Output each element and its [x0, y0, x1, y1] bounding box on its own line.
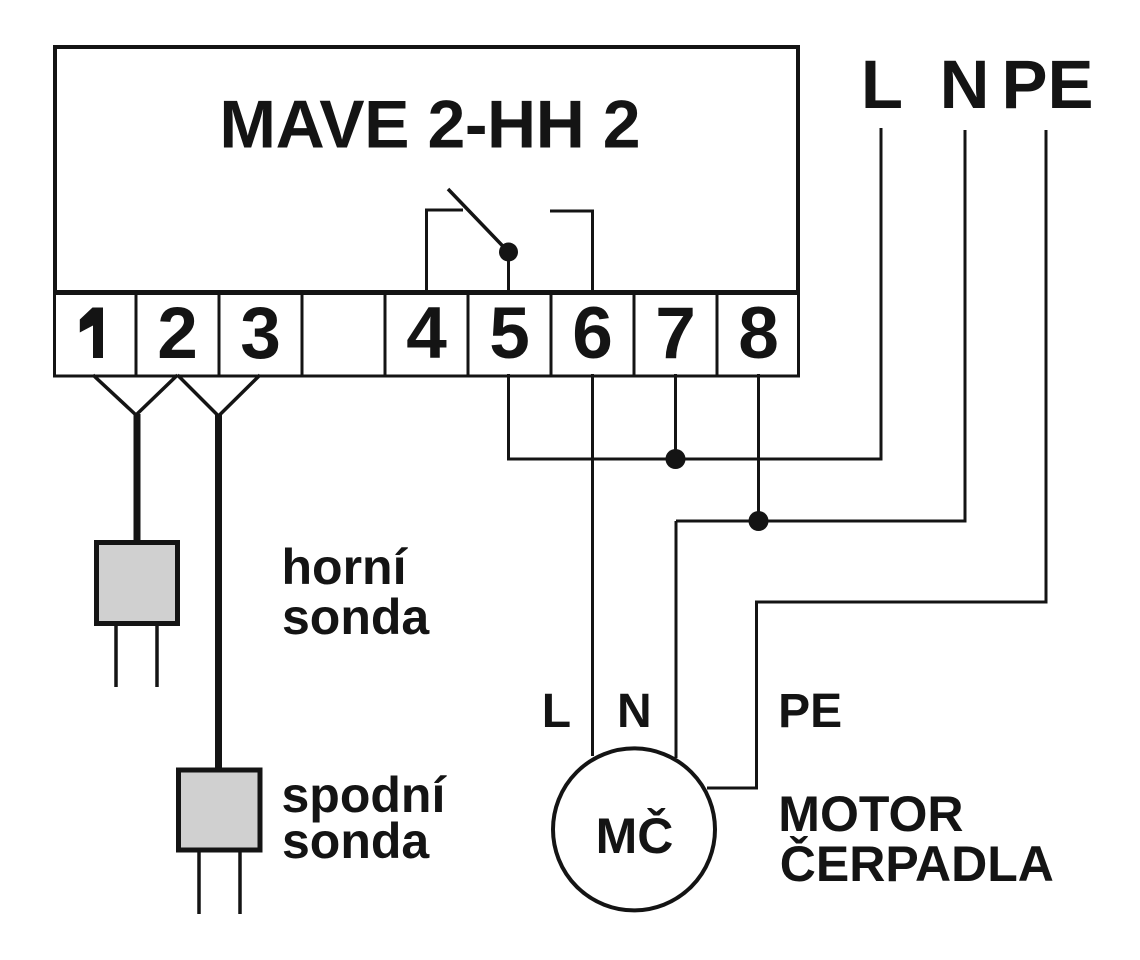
svg-text:L: L — [861, 46, 903, 123]
svg-text:MAVE 2-HH 2: MAVE 2-HH 2 — [219, 87, 640, 163]
svg-text:6: 6 — [572, 293, 613, 374]
svg-text:MČ: MČ — [596, 807, 674, 864]
svg-text:sonda: sonda — [282, 589, 430, 645]
svg-text:4: 4 — [406, 293, 447, 374]
svg-text:ČERPADLA: ČERPADLA — [780, 835, 1054, 892]
svg-text:PE: PE — [1001, 46, 1093, 123]
svg-text:2: 2 — [157, 293, 198, 374]
svg-text:N: N — [617, 685, 652, 738]
svg-text:spodní: spodní — [282, 767, 448, 823]
svg-text:8: 8 — [738, 293, 779, 374]
svg-text:MOTOR: MOTOR — [778, 786, 963, 842]
svg-text:L: L — [542, 685, 571, 738]
svg-text:3: 3 — [240, 293, 281, 374]
svg-text:PE: PE — [778, 685, 842, 738]
svg-text:7: 7 — [655, 293, 696, 374]
svg-text:5: 5 — [489, 293, 530, 374]
svg-text:sonda: sonda — [282, 813, 430, 869]
svg-text:N: N — [940, 46, 990, 123]
svg-text:horní: horní — [282, 539, 409, 595]
